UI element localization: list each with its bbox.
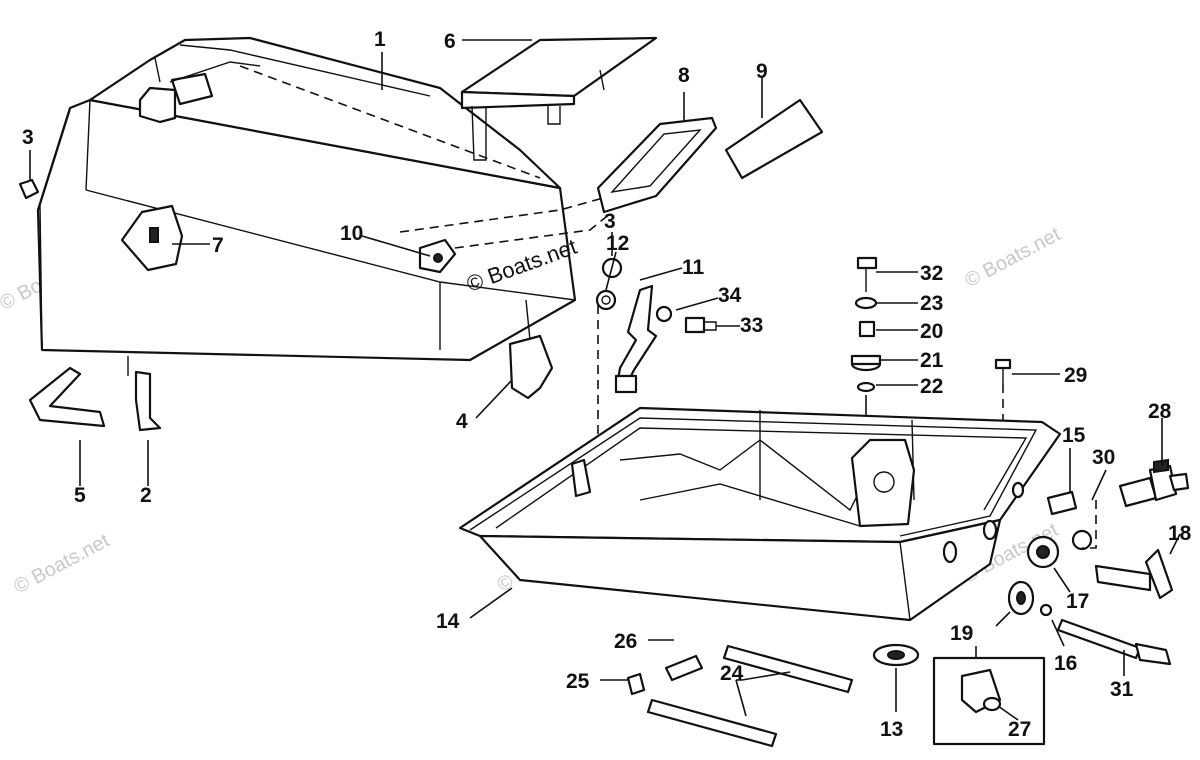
callout-18: 18 (1168, 522, 1192, 545)
lever-18 (1094, 548, 1174, 600)
callout-29: 29 (1064, 364, 1087, 387)
fuel-connector-28 (1118, 458, 1190, 508)
callout-32: 32 (920, 262, 943, 285)
grommet-17 (1026, 535, 1060, 569)
callout-24: 24 (720, 662, 744, 685)
callout-34: 34 (718, 284, 742, 307)
gasket-8 (596, 116, 718, 214)
grommet-19 (1007, 580, 1035, 616)
washer-22 (856, 381, 876, 393)
callout-31: 31 (1110, 678, 1134, 701)
grommet-13 (872, 643, 920, 667)
callout-26: 26 (614, 630, 637, 653)
grommet-12 (595, 289, 617, 311)
screw-32 (856, 256, 878, 292)
callout-10: 10 (340, 222, 363, 245)
lower-cover (458, 406, 1062, 622)
callout-9: 9 (756, 60, 768, 83)
tube-26 (664, 654, 704, 682)
callout-16: 16 (1054, 652, 1077, 675)
callout-14: 14 (436, 610, 460, 633)
callout-28: 28 (1148, 400, 1172, 423)
callout-5: 5 (74, 484, 86, 507)
callout-3: 3 (22, 126, 34, 149)
shaft-31 (1056, 618, 1172, 666)
callout-30: 30 (1092, 446, 1115, 469)
tube-24-lower (646, 698, 778, 748)
callout-2: 2 (140, 484, 152, 507)
upper-cover (36, 36, 613, 432)
callout-17: 17 (1066, 590, 1089, 613)
decal-9 (724, 98, 824, 180)
callout-labels: 1 6 3 7 10 3 12 11 34 33 8 9 4 5 2 14 32… (22, 28, 1192, 741)
callout-25: 25 (566, 670, 590, 693)
callout-11: 11 (682, 256, 705, 279)
callout-23: 23 (920, 292, 943, 315)
callout-12: 12 (606, 232, 629, 255)
seal-strip-5 (28, 366, 106, 428)
callout-8: 8 (678, 64, 690, 87)
latch-lever-11 (616, 284, 658, 384)
pin-15 (1046, 490, 1078, 516)
watermark: © Boats.net (961, 223, 1064, 292)
callout-6: 6 (444, 30, 456, 53)
washer-34 (655, 305, 673, 323)
washer-23 (854, 296, 878, 310)
spacer-20 (858, 320, 876, 338)
detail-box-27 (932, 646, 1046, 746)
callout-21: 21 (920, 349, 944, 372)
callout-4: 4 (456, 410, 468, 433)
ring-16 (1039, 603, 1053, 617)
washer-30 (1071, 529, 1093, 551)
tube-25 (626, 672, 646, 696)
callout-3: 3 (604, 210, 616, 233)
leader-lines (29, 39, 1181, 721)
callout-33: 33 (740, 314, 763, 337)
callout-22: 22 (920, 375, 943, 398)
callout-1: 1 (374, 28, 386, 51)
grommet-21 (850, 354, 882, 372)
bolt-33 (684, 316, 717, 334)
cover-plate-6 (460, 36, 658, 161)
callout-27: 27 (1008, 718, 1031, 741)
plug-3-left (18, 178, 40, 200)
callout-19: 19 (950, 622, 973, 645)
callout-13: 13 (880, 718, 903, 741)
callout-7: 7 (212, 234, 224, 257)
callout-20: 20 (920, 320, 943, 343)
tube-24-upper (722, 644, 854, 694)
watermark: © Boats.net (10, 529, 113, 598)
callout-15: 15 (1062, 424, 1086, 447)
